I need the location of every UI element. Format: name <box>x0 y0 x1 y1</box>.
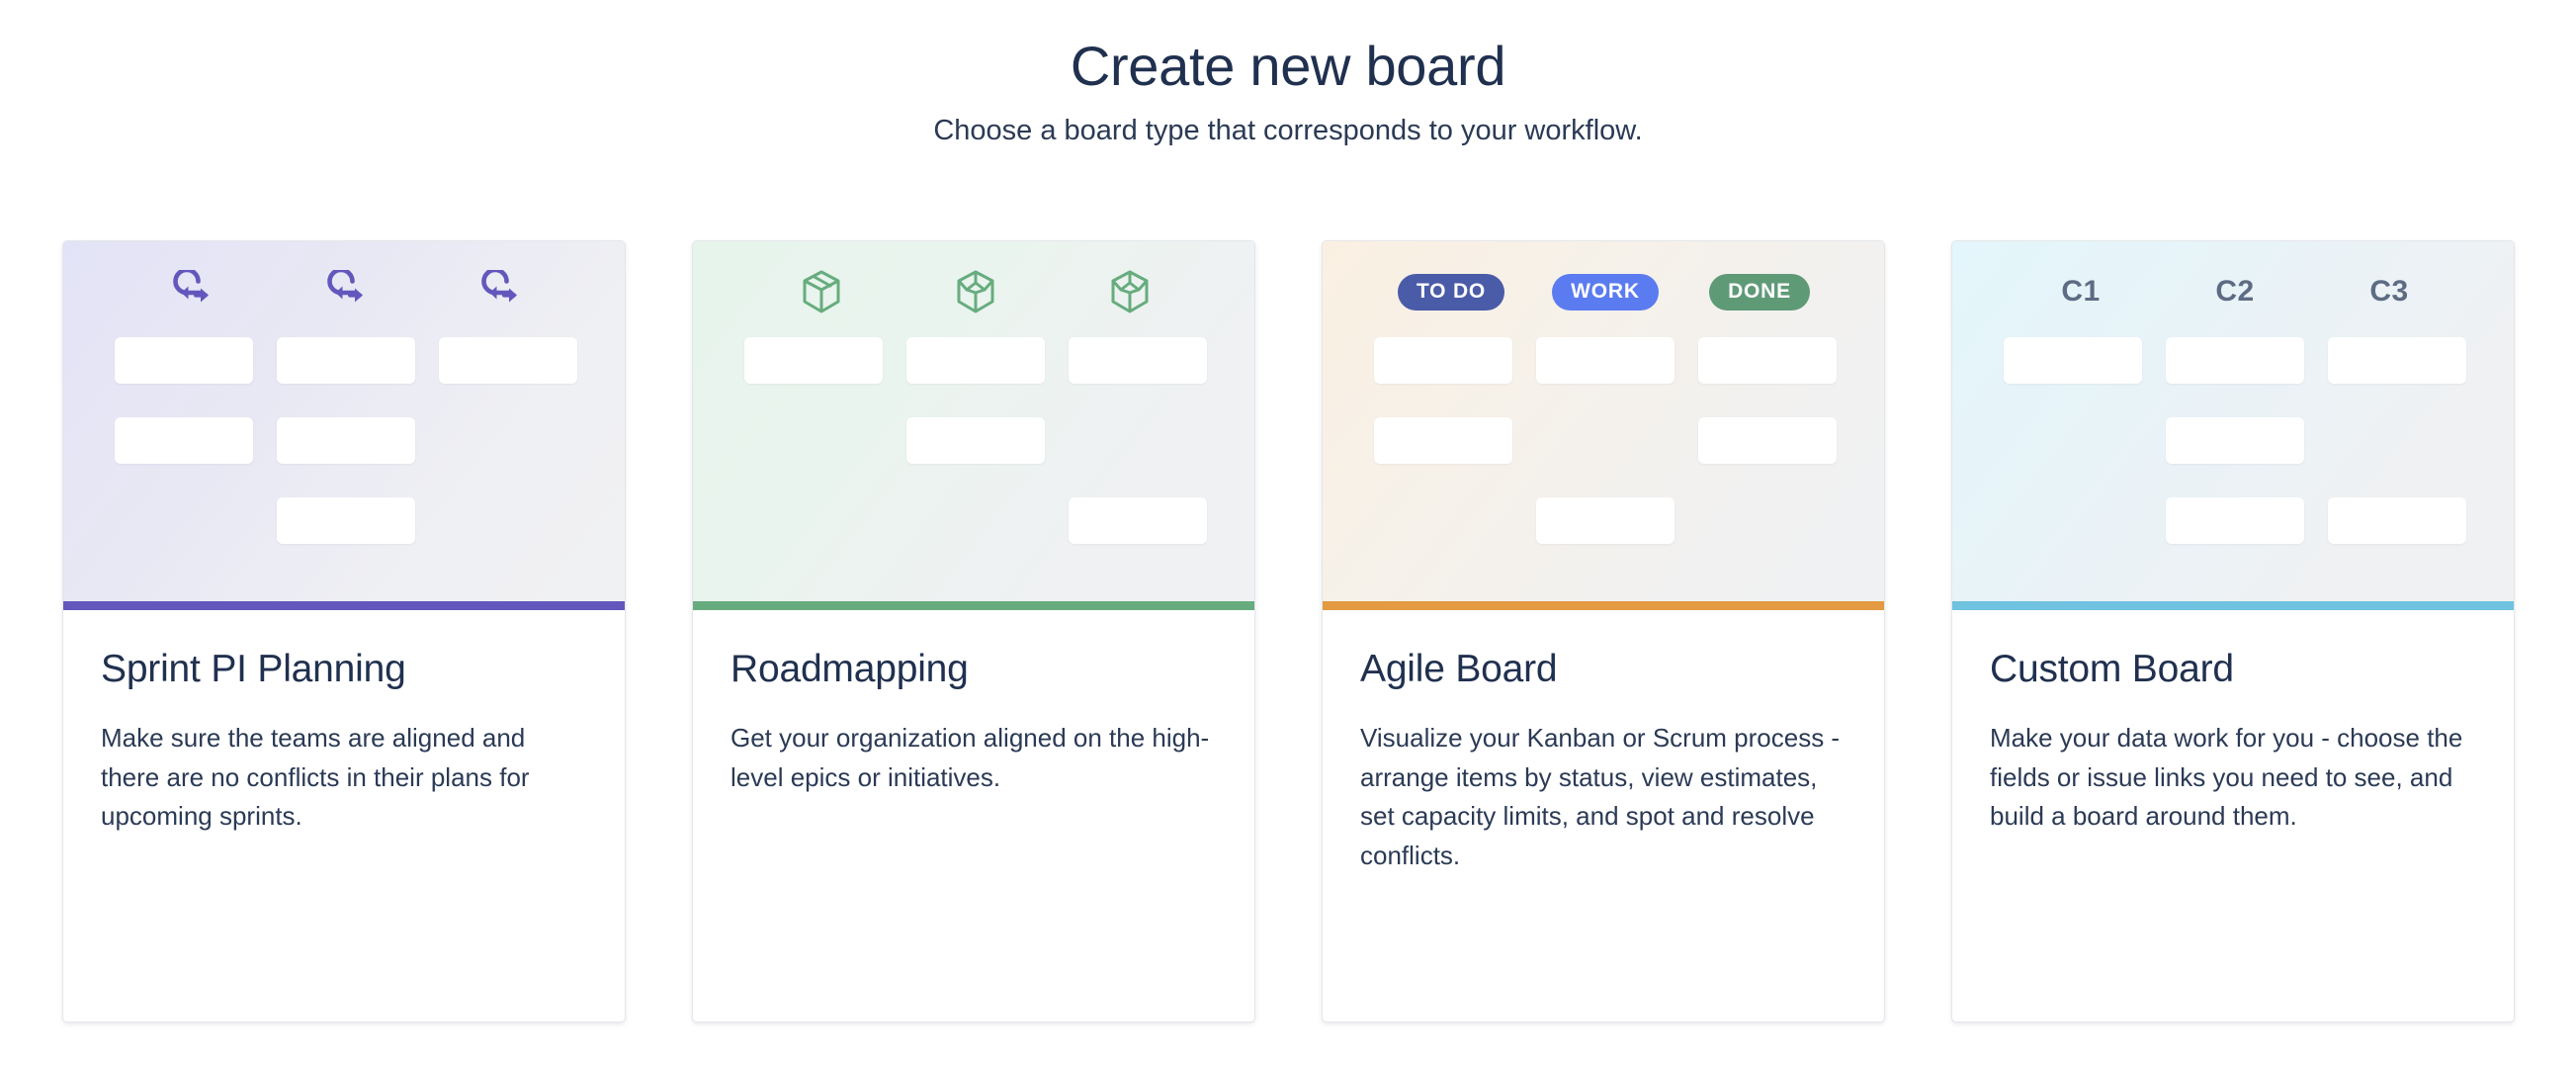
board-preview-custom-board: C1 C2 C3 <box>1952 241 2514 601</box>
board-preview-tile-grid <box>115 337 577 544</box>
card-description: Make sure the teams are aligned and ther… <box>101 722 530 832</box>
card-accent-bar <box>63 601 625 610</box>
board-preview-tile <box>439 337 577 384</box>
board-preview-tile-grid <box>2004 337 2466 544</box>
board-preview-column-1 <box>744 267 899 316</box>
board-preview-tile <box>2166 417 2304 464</box>
board-preview-tile <box>1069 497 1207 544</box>
board-preview-tile <box>1698 417 1837 464</box>
board-preview-tile-placeholder <box>1536 417 1674 464</box>
board-preview-column-2: C2 <box>2158 267 2312 316</box>
board-preview-header <box>115 267 577 316</box>
card-title: Custom Board <box>1990 648 2234 690</box>
page-header: Create new board Choose a board type tha… <box>0 0 2576 148</box>
epic-box-open-icon <box>1109 269 1151 314</box>
board-preview-column-1 <box>115 267 269 316</box>
column-label-c3: C3 <box>2369 275 2409 308</box>
board-preview-tile-grid <box>744 337 1207 544</box>
board-preview-tile <box>1536 497 1674 544</box>
board-preview-column-3: DONE <box>1682 267 1837 316</box>
card-description: Visualize your Kanban or Scrum process -… <box>1360 722 1841 871</box>
card-title: Roadmapping <box>730 648 969 690</box>
board-preview-column-1: TO DO <box>1374 267 1528 316</box>
board-preview-tile <box>1374 417 1512 464</box>
board-preview-column-3 <box>423 267 577 316</box>
board-preview-tile-placeholder <box>906 497 1045 544</box>
board-preview-tile-placeholder <box>2004 497 2142 544</box>
board-preview-tile <box>1536 337 1674 384</box>
epic-box-open-icon <box>955 269 996 314</box>
board-preview-tile <box>277 337 415 384</box>
board-preview-column-2 <box>269 267 423 316</box>
sprint-iteration-icon <box>476 270 524 313</box>
board-preview-column-2: WORK <box>1528 267 1682 316</box>
board-preview-tile <box>1069 337 1207 384</box>
column-label-c1: C1 <box>2061 275 2101 308</box>
sprint-iteration-icon <box>322 270 370 313</box>
board-preview-column-3 <box>1053 267 1207 316</box>
card-description: Make your data work for you - choose the… <box>1990 722 2463 832</box>
page-title: Create new board <box>1070 35 1506 97</box>
board-preview-header: TO DO WORK DONE <box>1374 267 1837 316</box>
board-preview-tile-placeholder <box>2004 417 2142 464</box>
epic-box-closed-icon <box>801 269 842 314</box>
status-pill-to-do: TO DO <box>1397 273 1505 311</box>
column-label-c2: C2 <box>2215 275 2255 308</box>
board-preview-tile <box>115 337 253 384</box>
page-subtitle: Choose a board type that corresponds to … <box>933 114 1643 146</box>
board-preview-tile <box>2328 337 2466 384</box>
board-preview-agile-board: TO DO WORK DONE <box>1323 241 1884 601</box>
board-preview-tile <box>744 337 883 384</box>
board-preview-tile <box>2328 497 2466 544</box>
board-preview-tile-placeholder <box>2328 417 2466 464</box>
board-preview-tile <box>277 497 415 544</box>
board-preview-tile <box>2166 497 2304 544</box>
board-preview-header <box>744 267 1207 316</box>
board-preview-tile-placeholder <box>1374 497 1512 544</box>
board-preview-tile-placeholder <box>115 497 253 544</box>
status-pill-work: WORK <box>1552 273 1659 311</box>
board-preview-tile-placeholder <box>439 417 577 464</box>
board-preview-tile <box>277 417 415 464</box>
board-preview-tile <box>906 417 1045 464</box>
card-accent-bar <box>693 601 1254 610</box>
sprint-iteration-icon <box>168 270 215 313</box>
board-preview-column-2 <box>899 267 1053 316</box>
board-preview-tile <box>2004 337 2142 384</box>
board-preview-tile-placeholder <box>1698 497 1837 544</box>
board-preview-tile-placeholder <box>439 497 577 544</box>
board-preview-tile <box>1374 337 1512 384</box>
board-preview-roadmapping <box>693 241 1254 601</box>
board-preview-tile <box>115 417 253 464</box>
board-preview-column-3: C3 <box>2312 267 2466 316</box>
board-preview-tile-placeholder <box>1069 417 1207 464</box>
card-description: Get your organization aligned on the hig… <box>730 722 1210 792</box>
board-preview-tile <box>1698 337 1837 384</box>
card-accent-bar <box>1323 601 1884 610</box>
card-title: Agile Board <box>1360 648 1558 690</box>
board-preview-tile <box>906 337 1045 384</box>
status-pill-done: DONE <box>1709 273 1810 311</box>
board-preview-sprint-pi-planning <box>63 241 625 601</box>
board-preview-tile-placeholder <box>744 417 883 464</box>
board-preview-tile-placeholder <box>744 497 883 544</box>
card-accent-bar <box>1952 601 2514 610</box>
board-preview-header: C1 C2 C3 <box>2004 267 2466 316</box>
card-title: Sprint PI Planning <box>101 648 406 690</box>
board-preview-tile-grid <box>1374 337 1837 544</box>
board-preview-tile <box>2166 337 2304 384</box>
board-preview-column-1: C1 <box>2004 267 2158 316</box>
